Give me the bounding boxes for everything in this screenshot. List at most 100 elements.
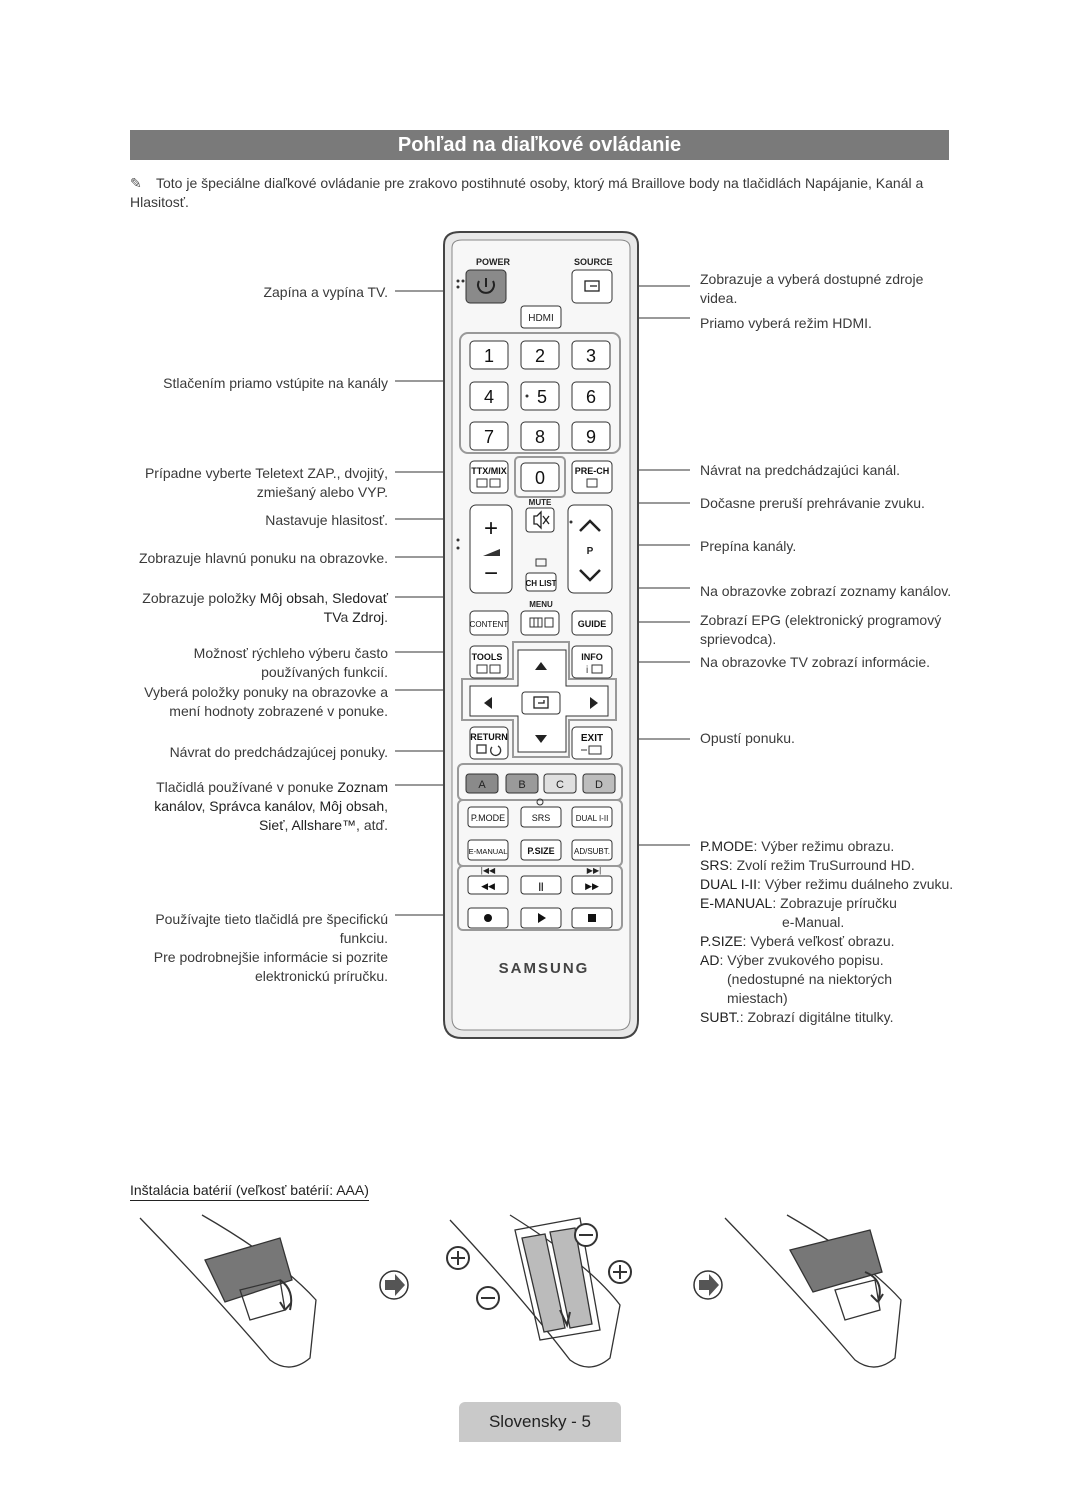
- exit-button[interactable]: [571, 726, 613, 760]
- number-3-label: 3: [586, 346, 596, 366]
- battery-step-2: [449, 1214, 621, 1368]
- info-label: INFO: [581, 652, 603, 662]
- skip-forward-icon: ▶▶|: [587, 866, 601, 875]
- battery-installation-illustration: [139, 1214, 902, 1368]
- step-arrow-right-icon: [379, 1270, 409, 1300]
- p-size-button[interactable]: [520, 839, 562, 861]
- number-1-button[interactable]: [469, 340, 509, 370]
- return-label: RETURN: [470, 732, 508, 742]
- arrow-left-icon: [484, 697, 492, 709]
- tools-button[interactable]: [469, 645, 509, 679]
- note: ✎Toto je špeciálne diaľkové ovládanie pr…: [130, 174, 950, 212]
- content-button[interactable]: [469, 610, 509, 636]
- p-mode-label: P.MODE: [471, 813, 505, 823]
- c-button[interactable]: [543, 773, 577, 794]
- ttx-mix-button[interactable]: [469, 460, 509, 494]
- number-7-label: 7: [484, 427, 494, 447]
- b-button[interactable]: [505, 773, 539, 794]
- number-8-button[interactable]: [520, 421, 560, 451]
- exit-label: EXIT: [581, 733, 603, 744]
- p-size-label: P.SIZE: [527, 846, 554, 856]
- label-function-keys: P.MODE: Výber režimu obrazu. SRS: Zvolí …: [700, 838, 954, 1025]
- rewind-icon: ◀◀: [481, 881, 495, 891]
- arrow-right-icon: [590, 697, 598, 709]
- dual-button[interactable]: [571, 806, 613, 828]
- battery-step-3: [724, 1214, 902, 1368]
- battery-title: Inštalácia batérií (veľkosť batérií: AAA…: [130, 1182, 369, 1201]
- pre-ch-icon: [586, 478, 598, 488]
- channel-up-icon: [579, 519, 601, 532]
- samsung-logo: SAMSUNG: [499, 960, 590, 977]
- e-manual-button[interactable]: [467, 839, 509, 861]
- pause-icon: ||: [538, 881, 543, 891]
- plus-terminal-icon-2: [608, 1260, 632, 1284]
- ch-list-button[interactable]: [525, 572, 557, 592]
- label-mute: Dočasne preruší prehrávanie zvuku.: [700, 495, 925, 511]
- ad-subt-label: AD/SUBT.: [574, 847, 610, 856]
- p-mode-button[interactable]: [467, 806, 509, 828]
- mute-label: MUTE: [529, 498, 552, 507]
- d-button[interactable]: [582, 773, 616, 794]
- record-icon: [484, 914, 492, 922]
- number-5-label: 5: [537, 387, 547, 407]
- number-7-button[interactable]: [469, 421, 509, 451]
- channel-rocker[interactable]: [567, 504, 613, 594]
- hdmi-label: HDMI: [528, 313, 554, 324]
- arrow-up-icon: [535, 662, 547, 670]
- number-2-label: 2: [535, 346, 545, 366]
- number-0-label: 0: [535, 468, 545, 488]
- mute-icon: [533, 510, 550, 530]
- c-label: C: [556, 779, 564, 791]
- return-icon: [476, 744, 502, 756]
- label-abcd: Tlačidlá používané v ponuke Zoznam kanál…: [154, 779, 388, 833]
- return-button[interactable]: [469, 726, 509, 760]
- page-footer: Slovensky - 5: [459, 1402, 621, 1442]
- remote-control-diagram: POWER SOURCE HDMI 1 2 3 4 5 6 7 8 9 TTX/…: [395, 231, 690, 1039]
- number-9-label: 9: [586, 427, 596, 447]
- guide-button[interactable]: [571, 610, 613, 636]
- number-1-label: 1: [484, 346, 494, 366]
- label-channel: Prepína kanály.: [700, 538, 797, 554]
- number-6-label: 6: [586, 387, 596, 407]
- number-4-label: 4: [484, 387, 494, 407]
- label-info: Na obrazovke TV zobrazí informácie.: [700, 654, 931, 670]
- minus-terminal-icon: [476, 1286, 500, 1310]
- number-9-button[interactable]: [571, 421, 611, 451]
- volume-level-icon: [483, 549, 500, 556]
- d-label: D: [595, 779, 603, 791]
- a-button[interactable]: [465, 773, 499, 794]
- dual-label: DUAL I-II: [576, 814, 609, 823]
- srs-button[interactable]: [520, 806, 562, 828]
- pre-ch-button[interactable]: [571, 460, 613, 494]
- volume-rocker[interactable]: [469, 504, 513, 594]
- number-5-button[interactable]: [520, 381, 560, 411]
- power-icon: [477, 278, 495, 294]
- ch-list-label: CH LIST: [525, 579, 556, 588]
- label-ttx: Prípadne vyberte Teletext ZAP., dvojitý,…: [144, 465, 388, 500]
- label-prech: Návrat na predchádzajúci kanál.: [700, 462, 901, 478]
- ttx-mix-label: TTX/MIX: [471, 466, 507, 476]
- pause-button[interactable]: [520, 875, 562, 895]
- mute-button[interactable]: [525, 507, 555, 533]
- note-text: Toto je špeciálne diaľkové ovládanie pre…: [130, 175, 924, 210]
- number-0-button[interactable]: [520, 462, 560, 492]
- power-label: POWER: [476, 257, 511, 267]
- ad-subt-button[interactable]: [571, 839, 613, 861]
- label-chlist: Na obrazovke zobrazí zoznamy kanálov.: [700, 583, 952, 599]
- teletext-icon: [476, 478, 501, 488]
- fast-forward-button[interactable]: [571, 875, 613, 895]
- channel-p-label: P: [587, 546, 594, 557]
- label-volume: Nastavuje hlasitosť.: [265, 512, 388, 528]
- pencil-note-icon: ✎: [130, 175, 142, 191]
- number-2-button[interactable]: [520, 340, 560, 370]
- svg-text:i: i: [586, 665, 588, 676]
- number-4-button[interactable]: [469, 381, 509, 411]
- rewind-button[interactable]: [467, 875, 509, 895]
- menu-button[interactable]: [520, 610, 560, 636]
- number-3-button[interactable]: [571, 340, 611, 370]
- step-arrow-right-icon-2: [693, 1270, 723, 1300]
- number-6-button[interactable]: [571, 381, 611, 411]
- hdmi-button[interactable]: [520, 305, 562, 329]
- channel-down-icon: [579, 569, 601, 582]
